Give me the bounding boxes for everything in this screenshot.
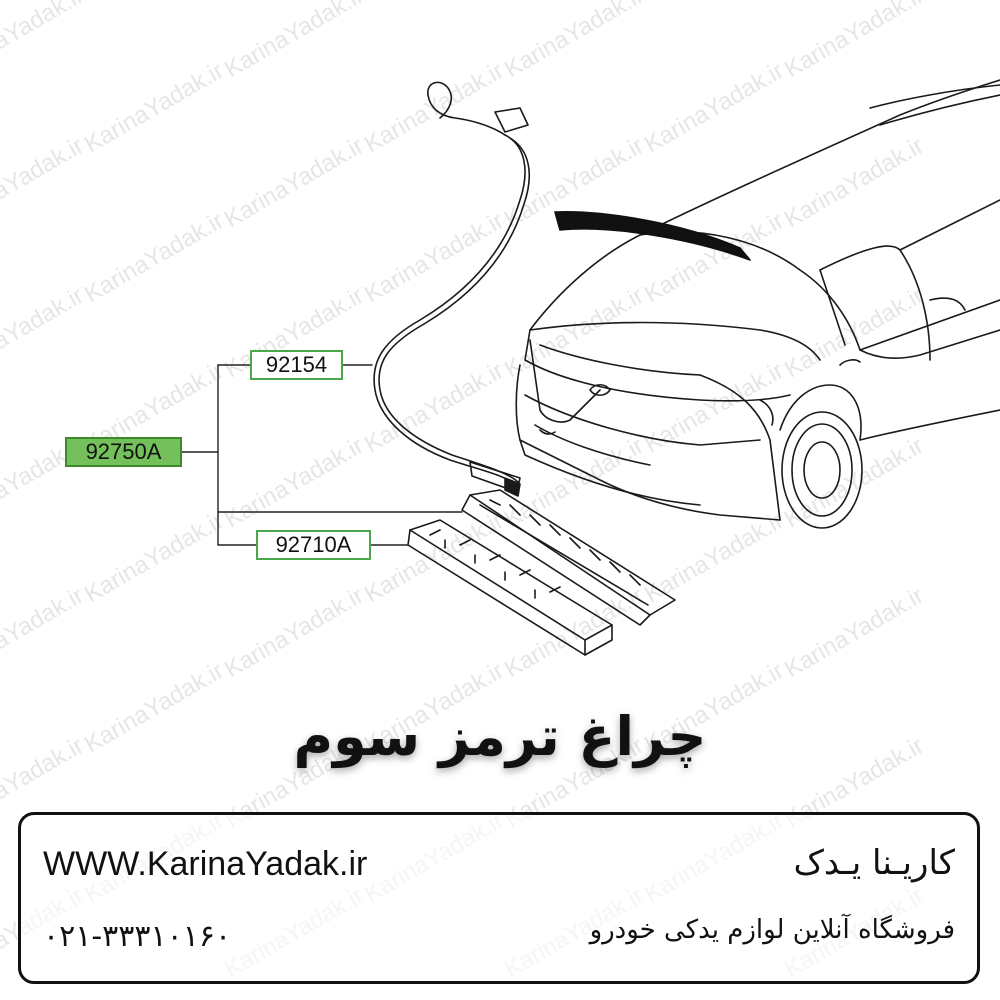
lamp-housing bbox=[407, 519, 613, 656]
leader-lines bbox=[181, 364, 463, 546]
part-label-92154[interactable]: 92154 bbox=[250, 350, 343, 380]
footer-card: WWW.KarinaYadak.ir ۰۲۱-۳۳۳۱۰۱۶۰ کاریـنا … bbox=[18, 812, 980, 984]
lamp-assembly bbox=[461, 489, 676, 626]
parts-drawing bbox=[181, 79, 1000, 656]
phone-number[interactable]: ۰۲۱-۳۳۳۱۰۱۶۰ bbox=[43, 919, 232, 954]
part-label-92710A[interactable]: 92710A bbox=[256, 530, 371, 560]
website-link[interactable]: WWW.KarinaYadak.ir bbox=[43, 845, 368, 883]
part-label-92750A[interactable]: 92750A bbox=[65, 437, 182, 467]
page-title: چراغ ترمز سوم bbox=[293, 705, 707, 768]
car-illustration bbox=[515, 79, 1000, 529]
wiring-harness bbox=[373, 81, 531, 497]
brand-name: کاریـنا یـدک bbox=[793, 843, 955, 883]
shop-tagline: فروشگاه آنلاین لوازم یدکی خودرو bbox=[589, 915, 955, 945]
